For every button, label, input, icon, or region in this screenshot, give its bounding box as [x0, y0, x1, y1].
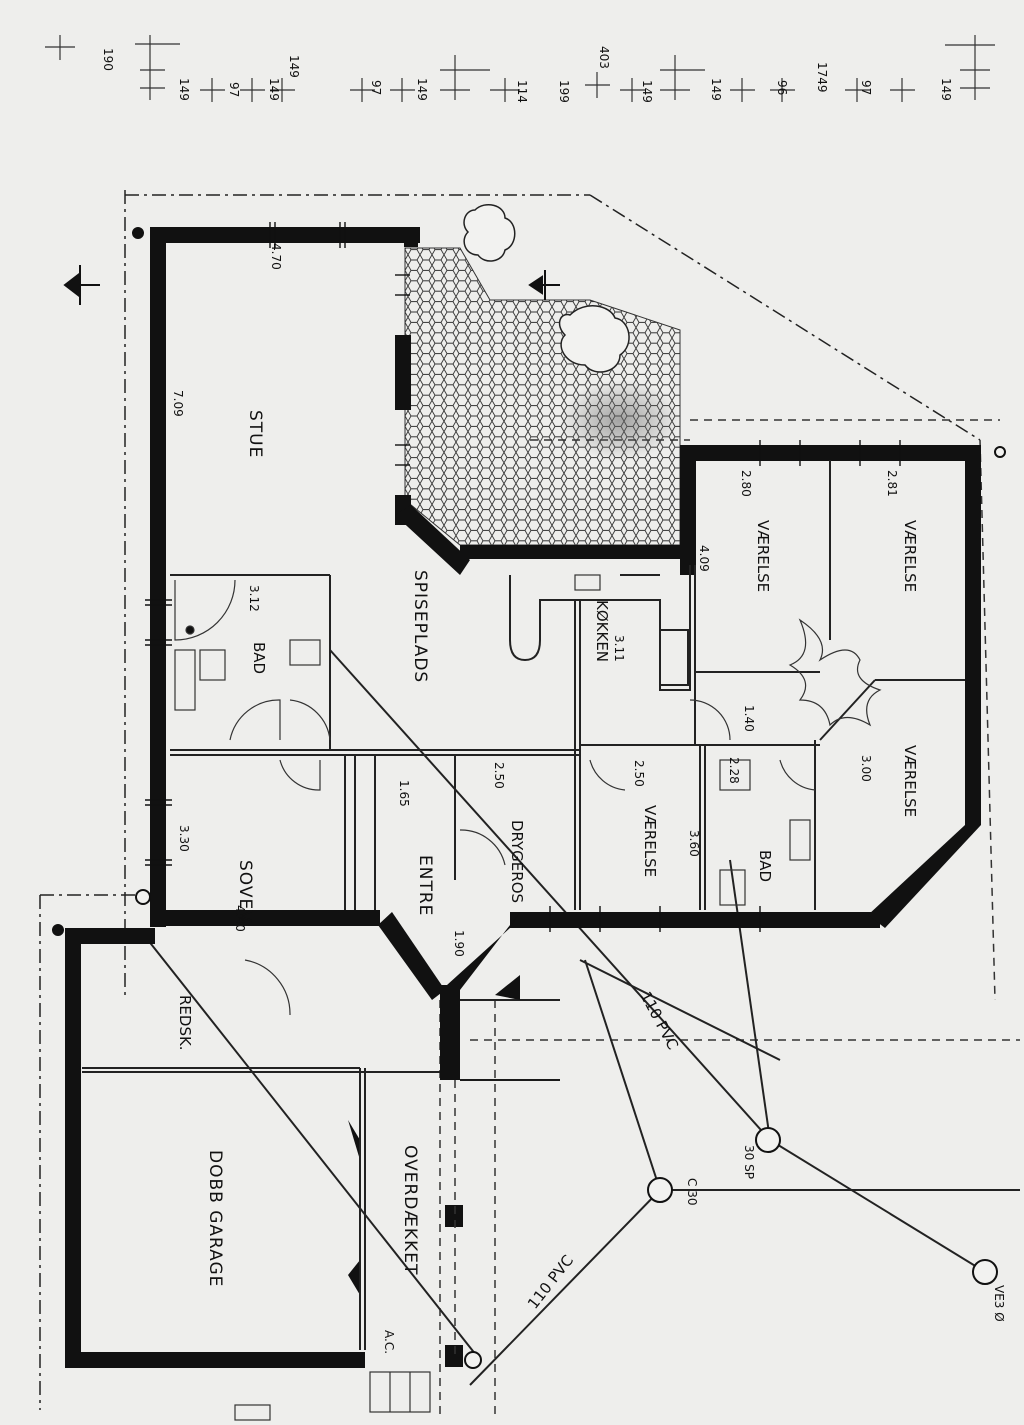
- north-arrow-icon: [528, 270, 560, 300]
- well-label: 30 SP: [742, 1145, 756, 1179]
- dim-label: 4.70: [269, 243, 283, 270]
- dim-label: 2.50: [492, 762, 506, 789]
- dim-label: 3.30: [177, 825, 191, 852]
- corner-marker-icon: [994, 446, 1006, 458]
- dim-label: 4.40: [233, 905, 247, 932]
- well-label: VE3 Ø: [992, 1285, 1006, 1322]
- well-icon: [464, 1351, 482, 1369]
- dim-97: 97: [227, 82, 241, 97]
- dim-label: 2.50: [632, 760, 646, 787]
- room-label-entre: ENTRE: [415, 855, 435, 916]
- room-label-vaerelse: VÆRELSE: [754, 520, 772, 592]
- well-icon: [135, 889, 151, 905]
- tree-icon: [558, 305, 630, 373]
- room-label-bad: BAD: [756, 850, 774, 882]
- room-label-stue: STUE: [245, 410, 265, 458]
- dim-label: 1.90: [452, 930, 466, 957]
- windows: [145, 222, 901, 932]
- well-icon: [647, 1177, 673, 1203]
- north-arrow-icon: [63, 265, 100, 305]
- dim-97: 97: [369, 80, 383, 95]
- door-swings: [174, 579, 882, 1016]
- dim-label: 2.80: [739, 470, 753, 497]
- room-label-carport: OVERDÆKKET: [400, 1145, 420, 1275]
- dim-label: 2.81: [885, 470, 899, 497]
- dim-label: 3.12: [247, 585, 261, 612]
- dim-149: 149: [267, 78, 281, 101]
- dim-149: 149: [939, 78, 953, 101]
- dim-label: 1.40: [742, 705, 756, 732]
- room-label-depot: DRYGEROS: [508, 820, 526, 903]
- dim-96: 96: [775, 80, 789, 95]
- pipe-lines: [139, 649, 1020, 1386]
- entrance-arrow-icon: [495, 975, 520, 1000]
- dim-1749: 1749: [815, 62, 829, 93]
- room-label-spisestue: SPISEPLADS: [410, 570, 430, 683]
- room-label-bad: BAD: [250, 642, 268, 674]
- well-icon: [972, 1259, 998, 1285]
- corner-marker-icon: [52, 924, 64, 936]
- bathroom-fixtures: [174, 574, 811, 906]
- dim-label: 3.00: [859, 755, 873, 782]
- interior-walls: [82, 460, 965, 1360]
- dim-149: 149: [287, 55, 301, 78]
- dim-149: 149: [415, 78, 429, 101]
- dim-97: 97: [859, 80, 873, 95]
- corner-marker-icon: [132, 227, 144, 239]
- room-label-kokken: KØKKEN: [593, 600, 611, 662]
- dim-label: 7.09: [171, 390, 185, 417]
- terrace-paving: [404, 203, 681, 546]
- dim-199: 199: [557, 80, 571, 103]
- dimension-marks: [45, 35, 995, 102]
- walls: [65, 227, 981, 1368]
- dim-114: 114: [515, 80, 529, 103]
- room-label-redskab: REDSK.: [176, 995, 194, 1051]
- dim-label: 3.60: [687, 830, 701, 857]
- dim-149: 149: [709, 78, 723, 101]
- dim-190: 190: [101, 48, 115, 71]
- room-labels: STUE 7.09 4.70 SPISEPLADS KØKKEN 3.11 BA…: [171, 243, 919, 1287]
- room-label-garage: DOBB GARAGE: [205, 1150, 225, 1287]
- bottom-steps: [234, 1371, 431, 1421]
- dim-149: 149: [640, 80, 654, 103]
- well-label: C 30: [685, 1178, 699, 1205]
- dim-label: 4.09: [697, 545, 711, 572]
- dim-label: 3.11: [612, 635, 626, 662]
- wells: [52, 227, 1006, 1369]
- well-icon: [755, 1127, 781, 1153]
- dim-label: 2.28: [727, 757, 741, 784]
- dimension-labels: 190 149 97 149 149 97 149 114 199 403 14…: [101, 46, 953, 103]
- dim-149: 149: [177, 78, 191, 101]
- ac-label: A.C.: [382, 1330, 396, 1354]
- shrub-icon: [463, 203, 516, 262]
- dim-label: 1.65: [397, 780, 411, 807]
- dim-403: 403: [597, 46, 611, 69]
- room-label-vaerelse: VÆRELSE: [901, 520, 919, 592]
- room-label-soverum: SOVEV.: [235, 860, 255, 927]
- room-label-vaerelse: VÆRELSE: [901, 745, 919, 817]
- room-label-vaerelse: VÆRELSE: [641, 805, 659, 877]
